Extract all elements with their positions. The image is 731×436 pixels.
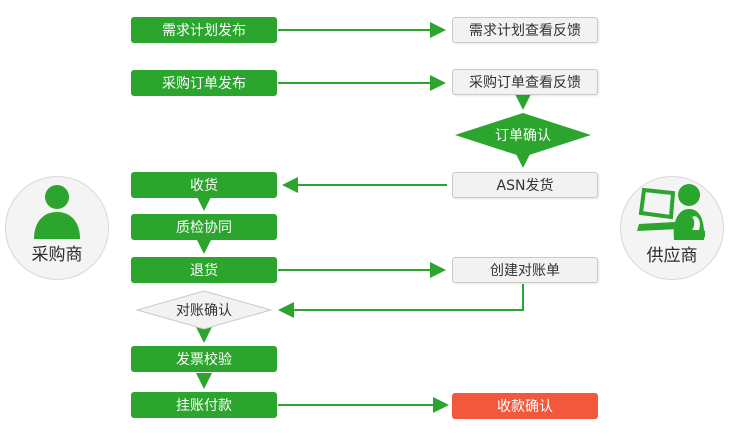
node-order-confirm: 订单确认 xyxy=(455,113,591,157)
node-po-feedback: 采购订单查看反馈 xyxy=(452,69,598,95)
node-asn-shipping: ASN发货 xyxy=(452,172,598,198)
node-return-goods: 退货 xyxy=(131,257,277,283)
node-label: 订单确认 xyxy=(495,128,551,144)
node-receive-goods: 收货 xyxy=(131,172,277,198)
supplier-person-laptop-icon xyxy=(637,184,705,240)
node-invoice-verification: 发票校验 xyxy=(131,346,277,372)
node-payment-on-account: 挂账付款 xyxy=(131,392,277,418)
connector-statement-to-reconcile xyxy=(278,284,524,318)
node-demand-plan-feedback: 需求计划查看反馈 xyxy=(452,17,598,43)
node-reconcile-confirm: 对账确认 xyxy=(135,290,273,330)
actor-purchaser: 采购商 xyxy=(5,176,109,280)
node-po-release: 采购订单发布 xyxy=(131,70,277,96)
actor-supplier: 供应商 xyxy=(620,176,724,280)
purchaser-person-icon xyxy=(34,185,80,239)
node-create-statement: 创建对账单 xyxy=(452,257,598,283)
node-demand-plan-release: 需求计划发布 xyxy=(131,17,277,43)
diamond-shape xyxy=(455,113,591,157)
actor-purchaser-label: 采购商 xyxy=(31,245,83,265)
actor-supplier-label: 供应商 xyxy=(646,246,698,266)
node-quality-inspection: 质检协同 xyxy=(131,214,277,240)
node-receipt-confirm: 收款确认 xyxy=(452,393,598,419)
node-label: 对账确认 xyxy=(176,303,232,319)
diamond-shape xyxy=(135,290,273,330)
